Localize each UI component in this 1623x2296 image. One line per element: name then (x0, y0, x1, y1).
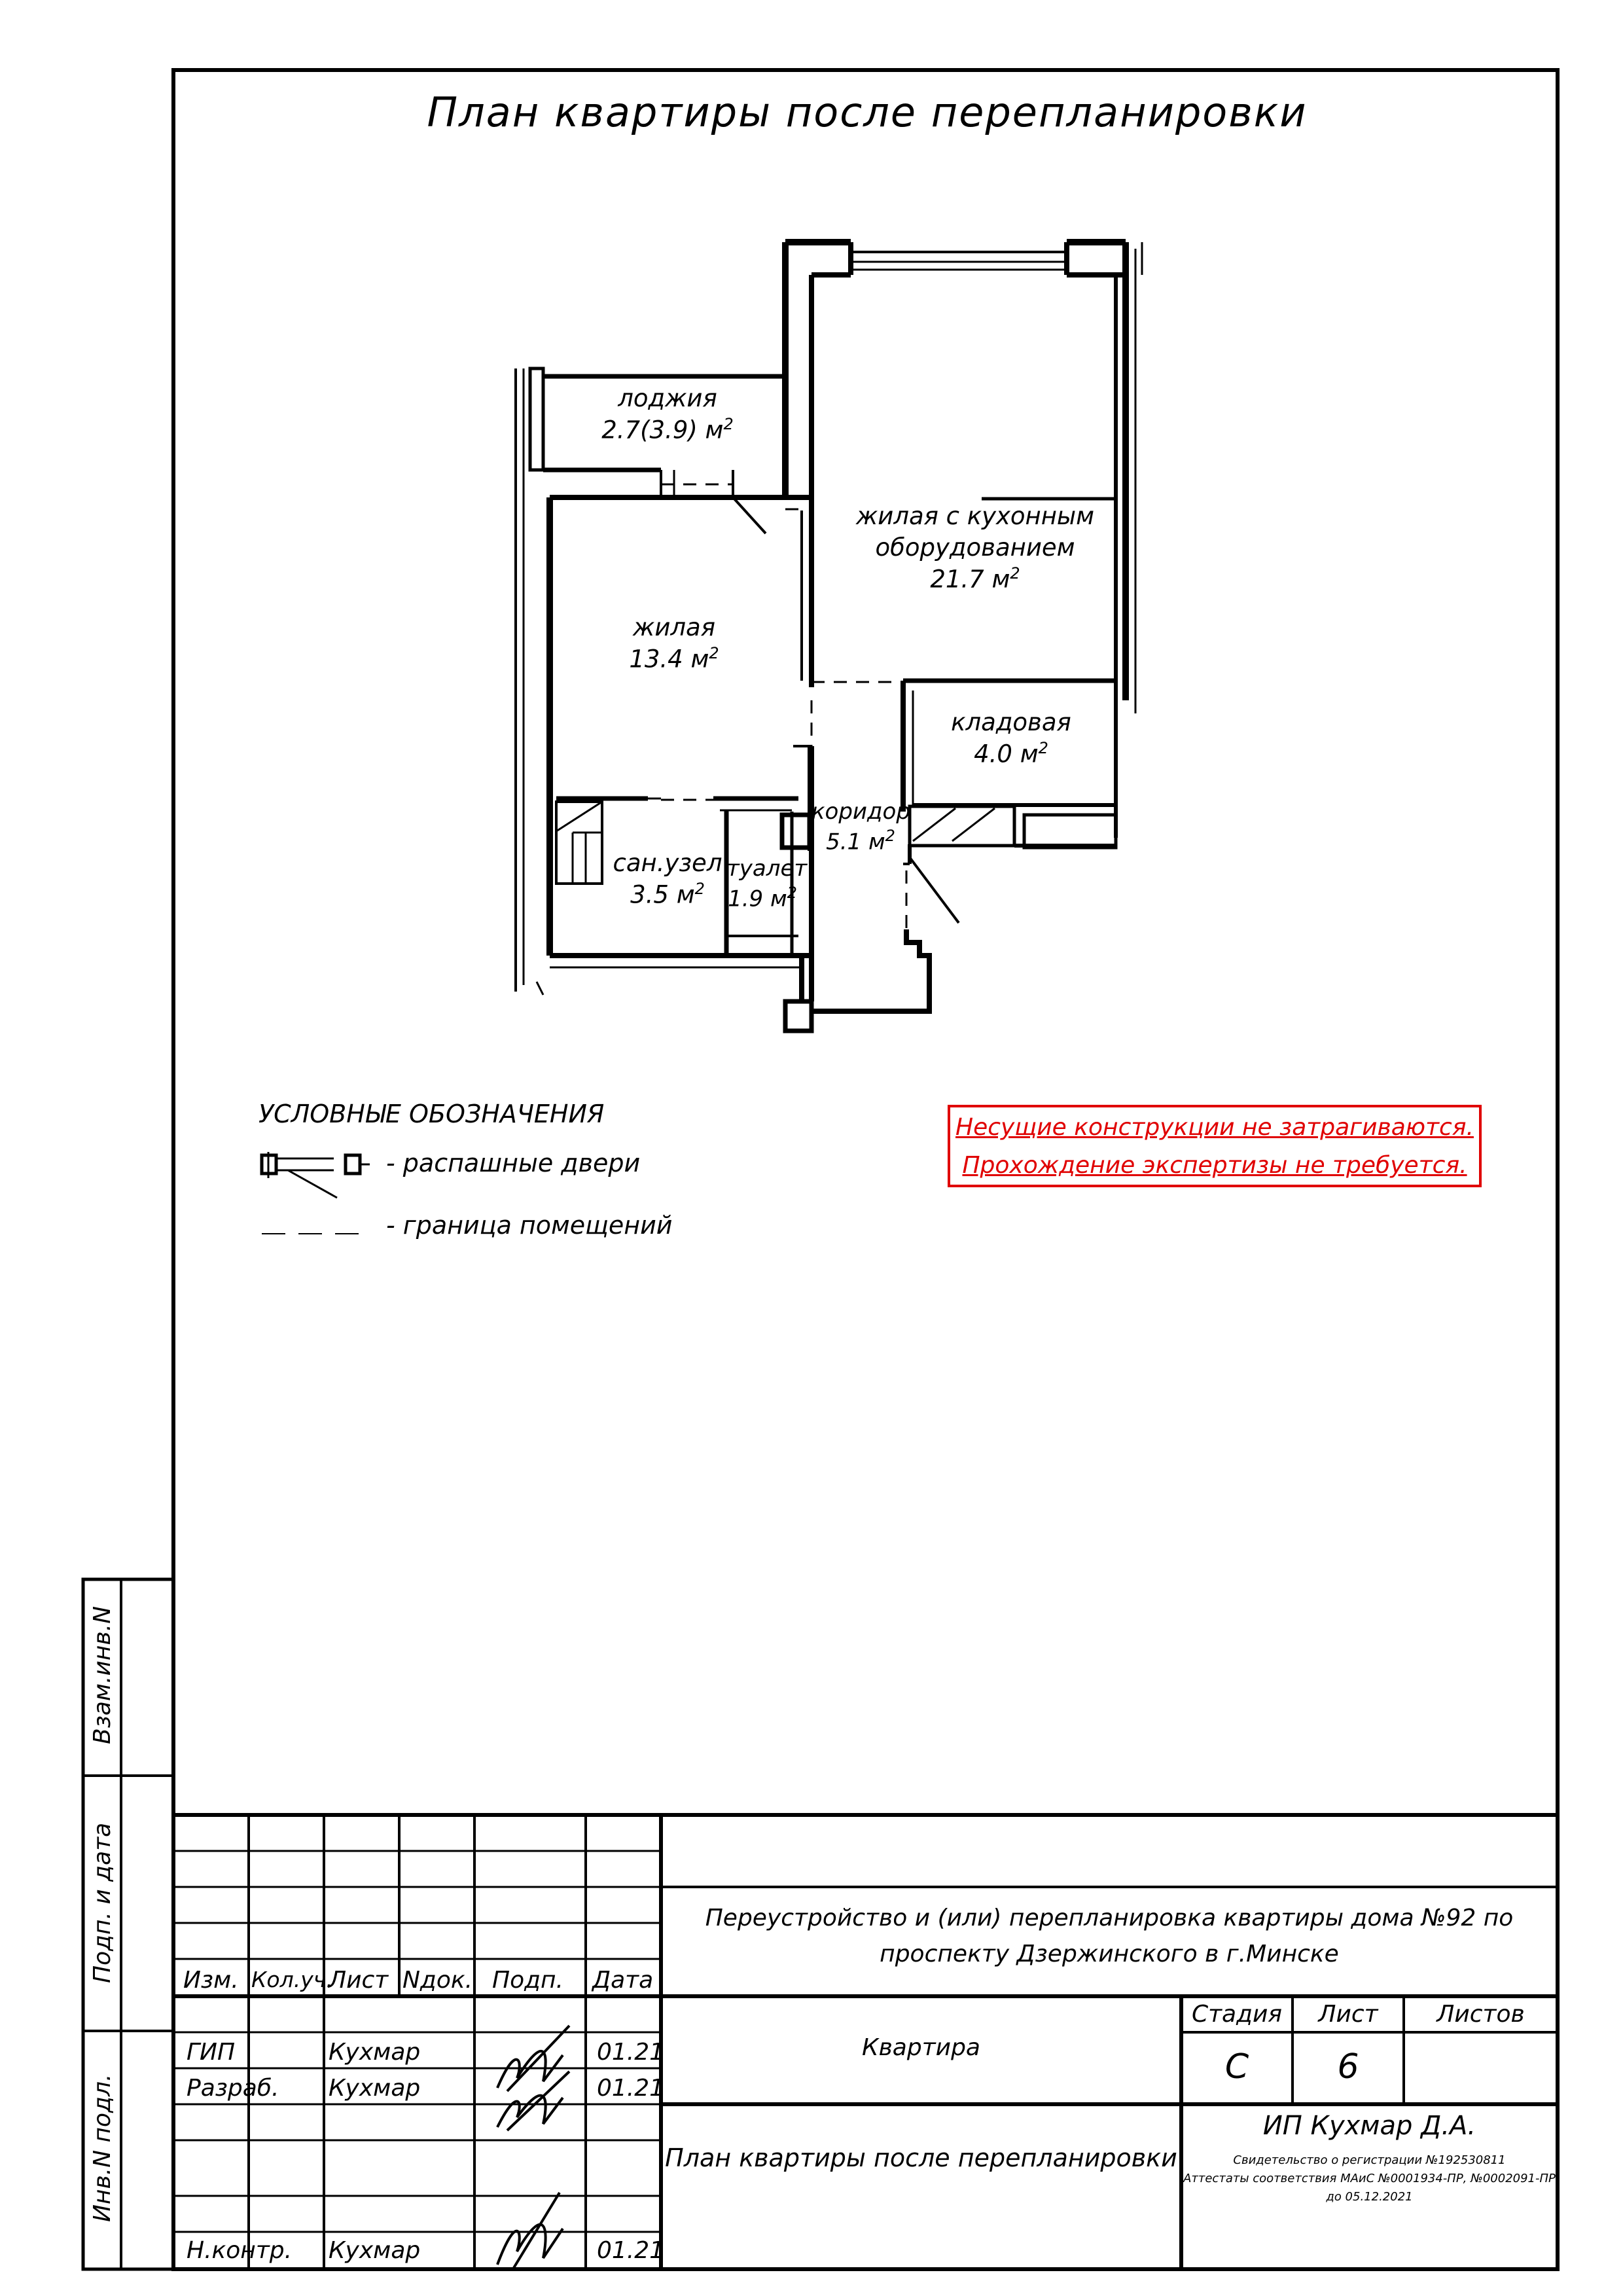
side-label-podp: Подп. и дата (89, 1822, 116, 1983)
signature-marks (496, 2024, 571, 2269)
stamp-project-line-1: Переустройство и (или) перепланировка кв… (705, 1905, 1514, 1931)
stamp-header-kol: Кол.уч. (251, 1967, 333, 1992)
stamp-sheet-value: 6 (1337, 2047, 1359, 2087)
stamp-header-izm: Изм. (183, 1967, 239, 1994)
legend-doors-label: - распашные двери (386, 1149, 641, 1177)
stamp-header-podp: Подп. (492, 1967, 563, 1994)
stamp-cert-2: Аттестаты соответствия МАиС №0001934-ПР,… (1183, 2172, 1556, 2185)
stamp-object: Квартира (862, 2034, 980, 2061)
room-storage-area: 4.0 м (974, 740, 1039, 768)
side-label-vzam: Взам.инв.N (89, 1605, 116, 1744)
room-living-kitchen: жилая с кухонным оборудованием 21.7 м2 (844, 501, 1106, 596)
stamp-name-razrab: Кухмар (329, 2075, 421, 2102)
stamp-header-data: Дата (592, 1967, 654, 1994)
stamp-sheet-label: Лист (1318, 2001, 1378, 2028)
stamp-date-razrab: 01.21 (597, 2075, 665, 2102)
stamp-stage-label: Стадия (1191, 2001, 1283, 2028)
room-bathroom-name: сан.узел (613, 849, 722, 877)
stamp-sheets-label: Листов (1436, 2001, 1525, 2028)
room-toilet-area: 1.9 м (728, 886, 787, 912)
room-bathroom-area: 3.5 м (630, 880, 695, 909)
room-loggia: лоджия 2.7(3.9) м2 (582, 383, 753, 446)
room-loggia-area: 2.7(3.9) м (601, 416, 724, 444)
room-toilet: туалет 1.9 м2 (726, 854, 808, 914)
room-living: жилая 13.4 м2 (589, 612, 759, 675)
room-bathroom-sup: 2 (694, 880, 705, 899)
legend-boundary-label: - граница помещений (386, 1211, 673, 1240)
room-storage-sup: 2 (1038, 739, 1048, 758)
room-corridor-area: 5.1 м (826, 829, 885, 855)
note-line-2: Прохождение экспертизы не требуется. (962, 1152, 1467, 1179)
room-storage: кладовая 4.0 м2 (926, 707, 1096, 770)
side-label-inv: Инв.N подл. (89, 2073, 116, 2222)
room-loggia-sup: 2 (723, 415, 734, 434)
stamp-role-razrab: Разраб. (187, 2075, 279, 2102)
page-title: План квартиры после перепланировки (427, 88, 1308, 136)
room-corridor: коридор 5.1 м2 (812, 797, 910, 857)
stamp-header-ndok: Nдок. (402, 1967, 473, 1994)
room-living-kitchen-area: 21.7 м (930, 565, 1010, 594)
room-living-kitchen-name2: оборудованием (875, 533, 1075, 562)
stamp-stage-value: С (1224, 2047, 1249, 2087)
room-loggia-name: лоджия (618, 384, 717, 412)
stamp-date-nkontr: 01.21 (597, 2237, 665, 2264)
stamp-date-gip: 01.21 (597, 2039, 665, 2066)
stamp-role-gip: ГИП (187, 2039, 236, 2066)
stamp-cert-3: до 05.12.2021 (1326, 2190, 1413, 2204)
floor-plan (514, 239, 1143, 1033)
legend-title: УСЛОВНЫЕ ОБОЗНАЧЕНИЯ (259, 1100, 605, 1128)
note-line-1: Несущие конструкции не затрагиваются. (955, 1114, 1474, 1141)
stamp-company: ИП Кухмар Д.А. (1262, 2111, 1476, 2141)
room-bathroom: сан.узел 3.5 м2 (609, 848, 726, 911)
stamp-cert-1: Свидетельство о регистрации №192530811 (1233, 2153, 1506, 2167)
room-storage-name: кладовая (951, 708, 1071, 736)
room-toilet-name: туалет (726, 855, 808, 882)
room-living-sup: 2 (709, 644, 719, 663)
stamp-header-list: Лист (329, 1967, 389, 1994)
legend-symbols (260, 1152, 370, 1234)
room-living-kitchen-name1: жилая с кухонным (855, 502, 1095, 530)
stamp-project-line-2: проспекту Дзержинского в г.Минске (880, 1941, 1339, 1967)
room-corridor-name: коридор (812, 798, 910, 825)
stamp-name-nkontr: Кухмар (329, 2237, 421, 2264)
structural-note: Несущие конструкции не затрагиваются. Пр… (948, 1105, 1482, 1187)
stamp-role-nkontr: Н.контр. (187, 2237, 293, 2264)
room-toilet-sup: 2 (787, 884, 797, 903)
room-corridor-sup: 2 (885, 827, 895, 846)
stamp-name-gip: Кухмар (329, 2039, 421, 2066)
stamp-drawing-name: План квартиры после перепланировки (665, 2144, 1177, 2172)
title-block (171, 1813, 1560, 2271)
room-living-area: 13.4 м (629, 645, 709, 673)
room-living-name: жилая (633, 613, 715, 641)
room-living-kitchen-sup: 2 (1010, 564, 1020, 583)
